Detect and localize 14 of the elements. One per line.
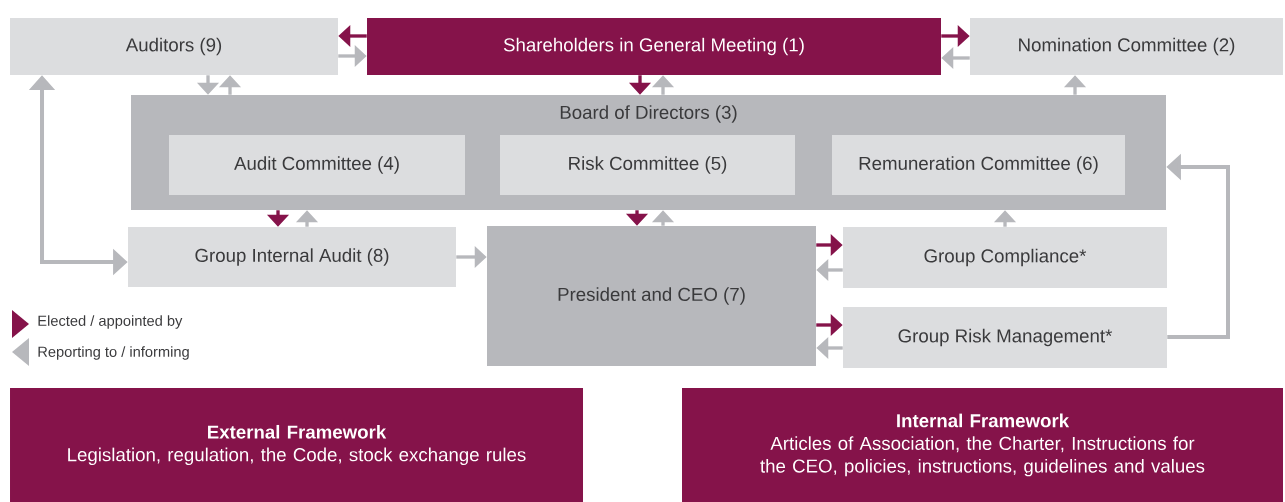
framework-box: External Framework Legislation, regulation, the Code, stock exchange rules: [10, 388, 583, 502]
committee-box: Nomination Committee (2): [970, 18, 1283, 75]
risk-management-box: Group Risk Management*: [843, 307, 1167, 368]
committee-box: Remuneration Committee (6): [832, 135, 1125, 195]
shareholders-box: Shareholders in General Meeting (1): [367, 18, 941, 75]
framework-box: Internal Framework Articles of Association, the Charter, Instructions for the CEO, policies, instructions, guidelines and values: [682, 388, 1283, 502]
legend-label: Elected / appointed by: [38, 315, 183, 329]
committee-box: Audit Committee (4): [169, 135, 465, 195]
compliance-box: Group Compliance*: [843, 227, 1167, 288]
audit-box: Group Internal Audit (8): [128, 227, 456, 287]
legend-label: Reporting to / informing: [38, 346, 189, 360]
ceo-box: President and CEO (7): [487, 226, 816, 366]
committee-box: Risk Committee (5): [500, 135, 795, 195]
auditors-box: Auditors (9): [10, 18, 338, 75]
